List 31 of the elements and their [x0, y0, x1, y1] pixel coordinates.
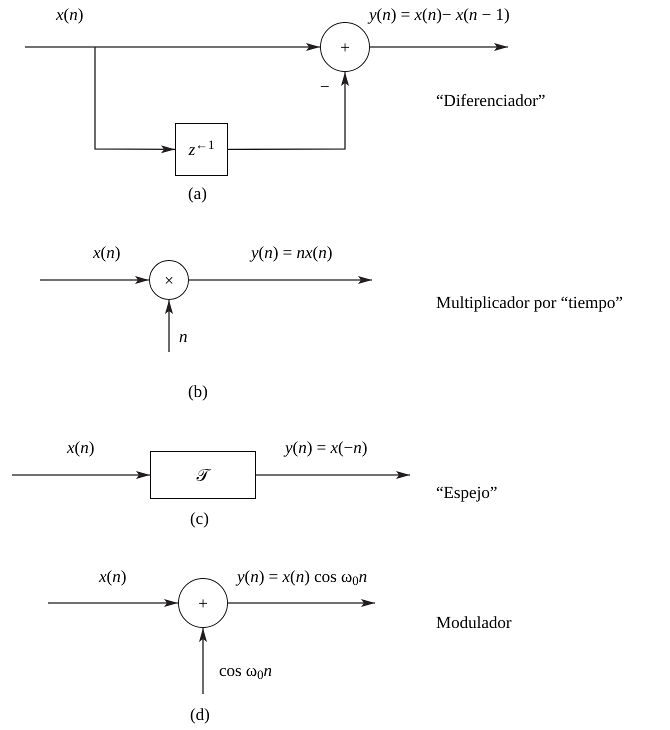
- caption-text: (a): [188, 183, 207, 204]
- system-block: [150, 451, 256, 499]
- caption-text: “Espejo”: [436, 482, 498, 504]
- summing-junction: [320, 22, 370, 72]
- operator-symbol: ×: [164, 272, 174, 288]
- signal-arrow: [48, 599, 178, 607]
- operator-symbol: +: [198, 594, 208, 612]
- signal-arrow: [25, 43, 320, 51]
- caption-text: (c): [190, 508, 209, 530]
- summing-junction: [149, 260, 189, 300]
- summing-junction: [178, 578, 228, 628]
- system-block: [175, 123, 228, 176]
- signal-arrow: [40, 276, 149, 284]
- signal-arrow: [165, 300, 173, 352]
- signal-arrow: [12, 471, 150, 479]
- signal-arrow: [228, 72, 349, 150]
- signal-arrow: [228, 599, 375, 607]
- caption-text: (d): [190, 704, 210, 726]
- signal-arrow: [256, 471, 410, 479]
- operator-symbol: 𝒯: [196, 466, 210, 484]
- signal-arrow: [94, 47, 175, 154]
- caption-text: “Diferenciador”: [436, 90, 546, 112]
- operator-symbol: z$^{←1}$: [188, 141, 214, 158]
- signal-arrow: [199, 628, 207, 694]
- caption-text: Multiplicador por “tiempo”: [436, 292, 623, 314]
- signal-arrow: [370, 43, 508, 51]
- caption-text: −: [320, 76, 330, 98]
- signal-arrow: [189, 276, 372, 284]
- caption-text: (b): [188, 381, 208, 402]
- operator-symbol: +: [340, 38, 350, 56]
- caption-text: Modulador: [436, 612, 512, 634]
